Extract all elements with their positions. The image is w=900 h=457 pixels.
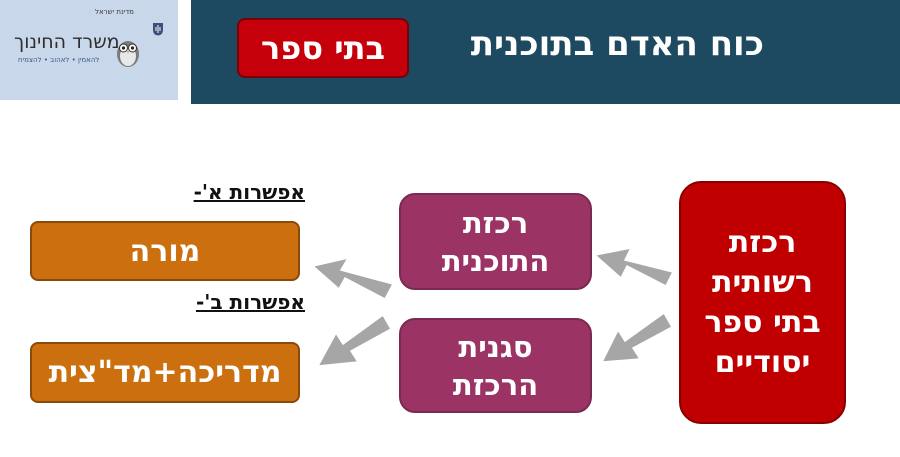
arrow-middle-top-to-option-a [311, 256, 395, 301]
middle-bottom-box: סגנית הרכזת [399, 318, 592, 413]
middle-bottom-text: סגנית הרכזת [452, 329, 539, 402]
logo-sub-text: להאמין • לאהוב • להצמיח [18, 56, 100, 64]
option-b-box: מדריכה+מד"צית [30, 342, 300, 403]
header-badge: בתי ספר [237, 18, 409, 78]
middle-top-text: רכזת התוכנית [441, 205, 550, 278]
ministry-logo: מדינת ישראל משרד החינוך להאמין • לאהוב •… [0, 0, 178, 100]
arrow-source-to-middle-bottom [600, 311, 674, 363]
arrow-middle-bottom-to-option-b [316, 313, 393, 367]
option-b-label: אפשרות ב'- [195, 290, 305, 314]
logo-main-text: משרד החינוך [14, 31, 120, 53]
state-emblem-icon [153, 23, 163, 36]
source-box: רכזת רשותית בתי ספר יסודיים [679, 181, 846, 424]
option-a-box: מורה [30, 221, 300, 281]
logo-top-text: מדינת ישראל [95, 8, 134, 16]
owl-icon [117, 41, 139, 67]
page-title: כוח האדם בתוכנית [470, 24, 764, 64]
option-a-label: אפשרות א'- [193, 180, 305, 204]
source-text: רכזת רשותית בתי ספר יסודיים [704, 224, 821, 380]
middle-top-box: רכזת התוכנית [399, 193, 592, 290]
arrow-source-to-middle-top [593, 246, 675, 288]
option-a-text: מורה [129, 233, 201, 269]
option-b-text: מדריכה+מד"צית [48, 355, 282, 390]
